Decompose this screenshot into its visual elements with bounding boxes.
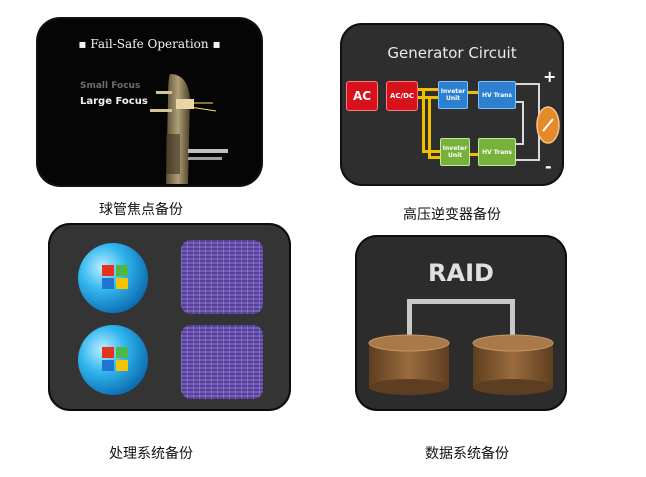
inverter-unit-top: Inveter Unit [438,81,468,109]
wire [428,96,431,158]
wire [468,153,478,156]
large-focus-label: Large Focus [80,96,148,107]
wire [418,88,438,91]
raid-backup-panel: RAID [355,235,567,411]
wire [516,101,524,103]
processing-backup-panel [48,223,291,411]
wire [422,150,440,153]
inverter-unit-bottom: Inveter Unit [440,138,470,166]
ac-dc-converter: AC/DC [386,81,418,111]
inverter-backup-caption: 高压逆变器备份 [403,207,501,223]
circuit-board-image [181,240,263,314]
xray-tube-icon [536,106,560,144]
wire [516,143,524,145]
wire [428,156,440,159]
hv-trans-top: HV Trans [478,81,516,109]
minus-sign: - [545,157,552,176]
circuit-board-image [181,325,263,399]
wire [522,101,524,145]
plus-sign: + [543,67,557,86]
focus-backup-caption: 球管焦点备份 [99,202,183,218]
hv-trans-bottom: HV Trans [478,138,516,166]
focus-backup-panel: ▪ Fail-Safe Operation ▪ Small Focus Larg… [38,19,261,185]
wire [516,83,538,85]
wire [468,91,478,94]
xray-tube-icon [150,74,228,184]
wire [422,88,425,153]
processing-backup-caption: 处理系统备份 [109,446,193,462]
small-focus-label: Small Focus [80,81,141,91]
data-backup-caption: 数据系统备份 [425,446,509,462]
windows-flag-icon [102,265,128,289]
raid-disks-diagram [368,299,554,395]
ac-source: AC [346,81,378,111]
raid-title: RAID [428,259,494,287]
windows-flag-icon [102,347,128,371]
fail-safe-title: ▪ Fail-Safe Operation ▪ [78,37,221,51]
wire [516,159,538,161]
generator-circuit-panel: Generator Circuit AC AC/DC Inveter Unit … [340,23,564,186]
generator-circuit-title: Generator Circuit [387,44,517,62]
